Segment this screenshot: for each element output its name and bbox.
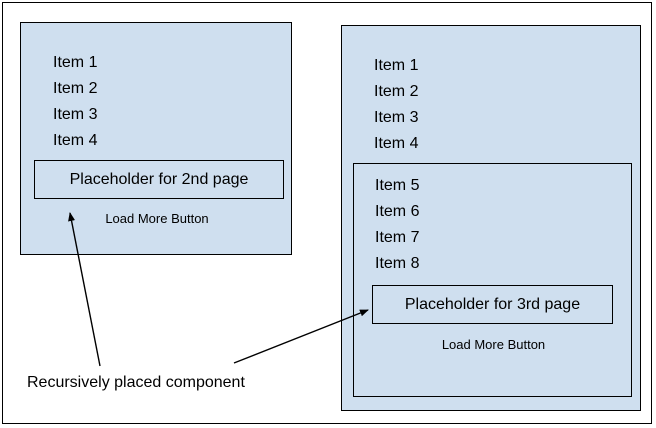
list-item: Item 6 [375, 203, 420, 220]
third-page-placeholder: Placeholder for 3rd page [372, 285, 613, 324]
third-page-component: Item 5 Item 6 Item 7 Item 8 Placeholder … [353, 163, 632, 397]
first-page-item-list: Item 1 Item 2 Item 3 Item 4 [53, 50, 323, 154]
third-page-placeholder-label: Placeholder for 3rd page [404, 295, 581, 313]
third-page-item-list: Item 5 Item 6 Item 7 Item 8 [375, 173, 652, 277]
list-item: Item 5 [375, 177, 420, 194]
first-page-component: Item 1 Item 2 Item 3 Item 4 Placeholder … [20, 22, 292, 255]
list-item: Item 2 [53, 80, 98, 97]
list-item: Item 1 [374, 57, 419, 74]
list-item: Item 4 [374, 135, 419, 152]
list-item: Item 3 [374, 109, 419, 126]
load-more-button[interactable]: Load More Button [105, 211, 209, 226]
diagram-caption: Recursively placed component [27, 374, 245, 391]
load-more-button[interactable]: Load More Button [441, 337, 546, 352]
second-page-item-list: Item 1 Item 2 Item 3 Item 4 [374, 53, 656, 157]
second-page-placeholder-label: Placeholder for 2nd page [69, 170, 249, 188]
list-item: Item 3 [53, 106, 98, 123]
list-item: Item 1 [53, 54, 98, 71]
second-page-placeholder: Placeholder for 2nd page [34, 160, 284, 199]
list-item: Item 4 [53, 132, 98, 149]
list-item: Item 2 [374, 83, 419, 100]
list-item: Item 8 [375, 255, 420, 272]
second-page-component: Item 1 Item 2 Item 3 Item 4 Item 5 Item … [341, 25, 641, 411]
list-item: Item 7 [375, 229, 420, 246]
